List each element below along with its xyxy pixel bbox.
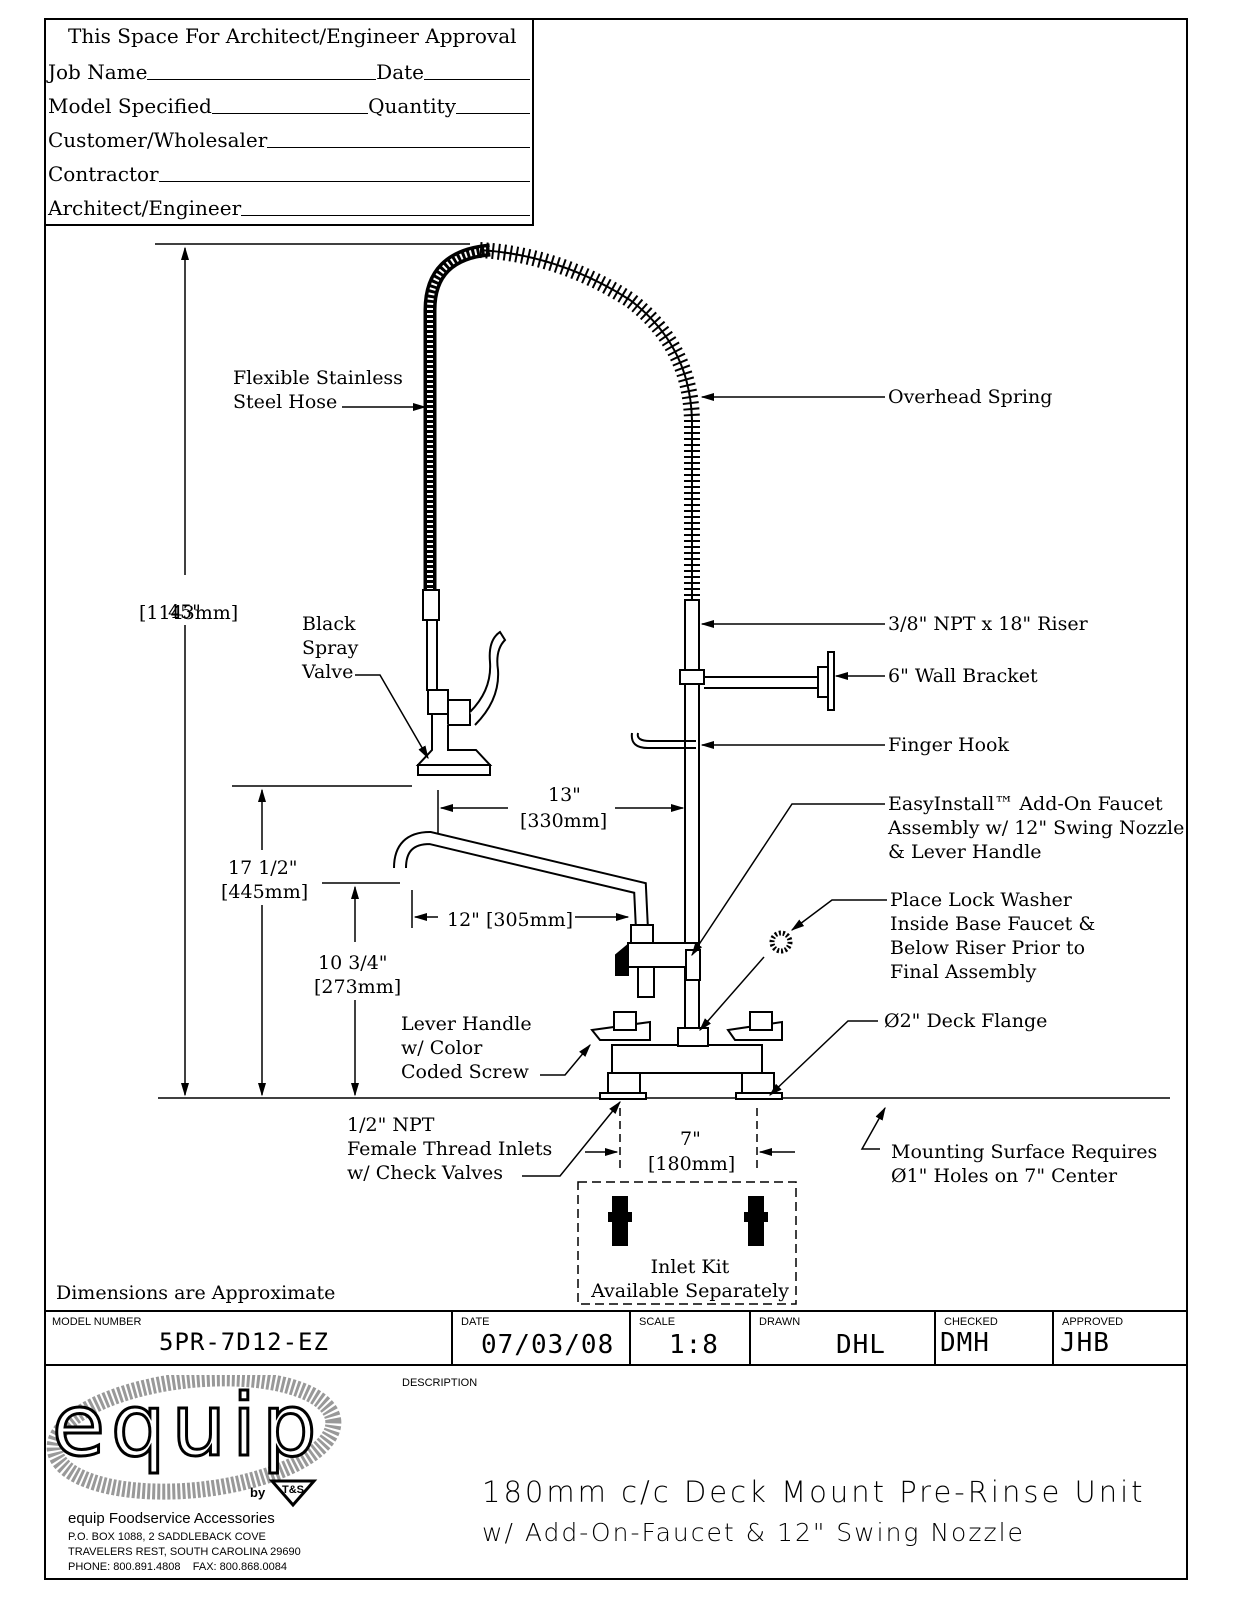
dim-center-mm: [180mm] (648, 1153, 736, 1175)
drawing-frame (44, 18, 1188, 1580)
spray-valve-shape (415, 589, 507, 776)
drawn-cell: DRAWN DHL (749, 1312, 934, 1364)
model-number-cell: MODEL NUMBER 5PR-7D12-EZ (52, 1316, 329, 1356)
scale-value: 1:8 (669, 1330, 719, 1360)
drawn-value: DHL (836, 1330, 886, 1360)
equip-logo: equip by T&S (46, 1375, 342, 1508)
description-line-2: w/ Add-On-Faucet & 12" Swing Nozzle (482, 1518, 1025, 1547)
logo-brand: T&S (282, 1484, 304, 1496)
scale-cell: SCALE 1:8 (629, 1312, 749, 1364)
logo-by: by (250, 1485, 266, 1500)
date-cell: DATE 07/03/08 (451, 1312, 629, 1364)
callout-mounting: Mounting Surface Requires Ø1" Holes on 7… (891, 1141, 1158, 1187)
company-address-2: TRAVELERS REST, SOUTH CAROLINA 29690 (68, 1546, 301, 1558)
dim-spray-height: 17 1/2" (228, 857, 298, 879)
company-name: equip Foodservice Accessories (68, 1510, 275, 1527)
hose-shape (423, 243, 491, 600)
model-number: 5PR-7D12-EZ (159, 1328, 329, 1356)
dim-nozzle-height: 10 3/4" (318, 952, 388, 974)
company-address-1: P.O. BOX 1088, 2 SADDLEBACK COVE (68, 1531, 266, 1543)
logo-word: equip (52, 1376, 323, 1476)
checked-cell: CHECKED DMH (934, 1312, 1052, 1364)
description-caption: DESCRIPTION (402, 1377, 478, 1389)
swing-nozzle-shape (393, 830, 701, 998)
lock-washer-shape (769, 930, 793, 954)
riser-shape (630, 599, 835, 1031)
callout-finger-hook: Finger Hook (888, 734, 1009, 756)
dim-height-mm: [1143mm] (139, 602, 239, 624)
callout-lock-washer: Place Lock Washer Inside Base Faucet & B… (890, 889, 1096, 983)
approval-row-contractor: Contractor (48, 158, 530, 186)
inlet-kit-fittings (608, 1196, 768, 1246)
callout-overhead-spring: Overhead Spring (888, 386, 1053, 408)
base-faucet-shape (590, 1011, 783, 1100)
description-line-1: 180mm c/c Deck Mount Pre-Rinse Unit (482, 1475, 1146, 1509)
callout-add-on-faucet: EasyInstall™ Add-On Faucet Assembly w/ 1… (888, 793, 1185, 863)
dim-center: 7" (680, 1128, 701, 1150)
dim-nozzle-length: 12" [305mm] (447, 909, 574, 931)
approval-box (44, 18, 534, 226)
callout-inlet-kit: Inlet Kit Available Separately (591, 1256, 789, 1302)
callout-inlets: 1/2" NPT Female Thread Inlets w/ Check V… (347, 1114, 553, 1184)
dim-spray-height-mm: [445mm] (221, 881, 309, 903)
title-block-row: MODEL NUMBER 5PR-7D12-EZ DATE 07/03/08 S… (44, 1310, 1188, 1366)
logo-swirl (46, 1375, 342, 1500)
approval-row-customer: Customer/Wholesaler (48, 124, 530, 152)
callout-riser: 3/8" NPT x 18" Riser (888, 613, 1088, 635)
dim-nozzle-height-mm: [273mm] (314, 976, 402, 998)
spring-coils (479, 242, 700, 605)
dim-height-label: 45" (168, 601, 201, 623)
dim-reach-mm: [330mm] (520, 810, 608, 832)
approval-title: This Space For Architect/Engineer Approv… (68, 24, 517, 48)
dimensions-approx-note: Dimensions are Approximate (56, 1282, 336, 1304)
callout-wall-bracket: 6" Wall Bracket (888, 665, 1038, 687)
approval-row-job: Job Name Date (48, 56, 530, 84)
company-phone: PHONE: 800.891.4808 FAX: 800.868.0084 (68, 1561, 287, 1573)
approved-cell: APPROVED JHB (1052, 1312, 1186, 1364)
approved-value: JHB (1060, 1328, 1110, 1358)
callout-hose: Flexible Stainless Steel Hose (233, 367, 403, 413)
date-value: 07/03/08 (481, 1330, 615, 1360)
approval-row-model: Model Specified Quantity (48, 90, 530, 118)
ts-triangle-icon (268, 1479, 318, 1508)
callout-deck-flange: Ø2" Deck Flange (884, 1010, 1048, 1032)
callout-spray-valve: Black Spray Valve (302, 613, 359, 683)
callout-lever-handle: Lever Handle w/ Color Coded Screw (401, 1013, 532, 1083)
dim-reach: 13" (548, 784, 581, 806)
approval-row-architect: Architect/Engineer (48, 192, 530, 220)
checked-value: DMH (940, 1328, 990, 1358)
